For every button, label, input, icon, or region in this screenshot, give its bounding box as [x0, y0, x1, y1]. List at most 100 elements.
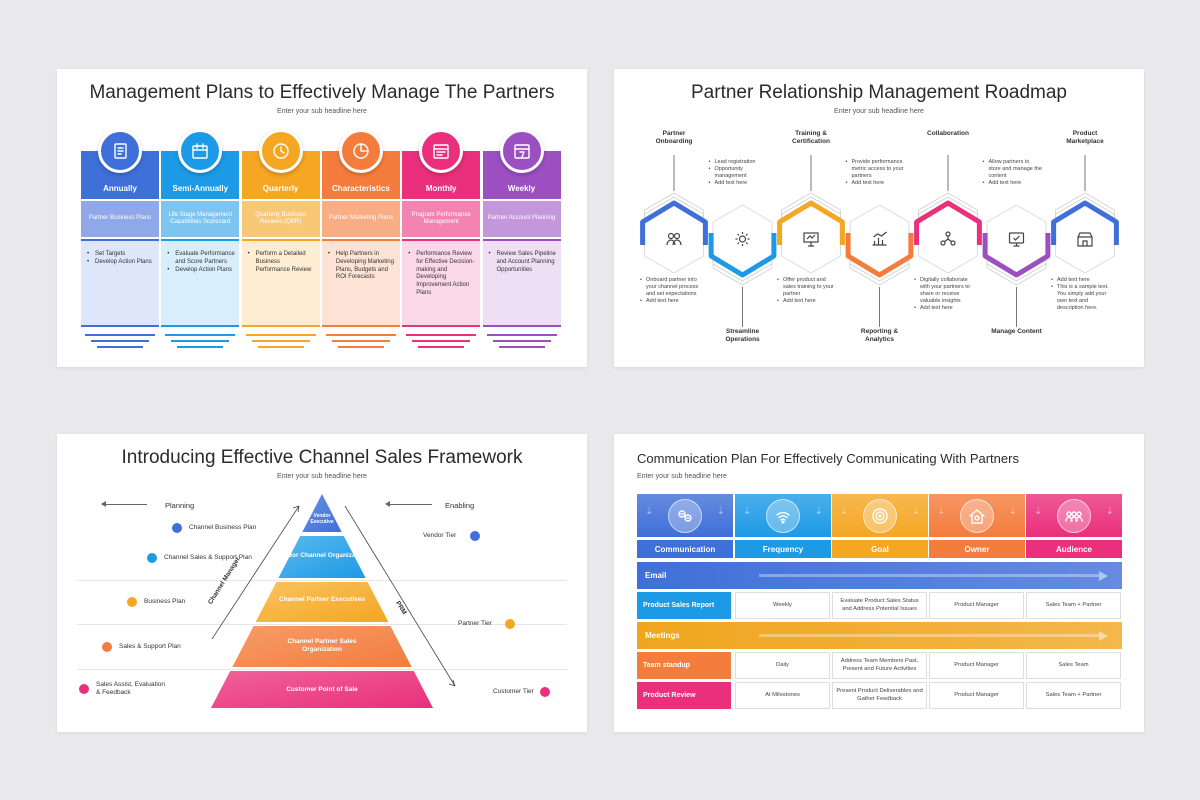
left-item-label: Sales Assist, Evaluation & Feedback	[96, 681, 166, 697]
table-cell: Product Manager	[929, 592, 1024, 619]
tier-label: Vendor Executive	[310, 513, 334, 525]
pyramid-tier	[211, 671, 433, 708]
plan-summary: Program Performance Management	[402, 201, 481, 237]
plan-bar	[81, 325, 159, 327]
left-item-label: Channel Business Plan	[189, 524, 257, 531]
icon-ring	[1057, 498, 1091, 533]
stage-description: Lead registrationOpportunity managementA…	[709, 159, 769, 187]
right-item-label: Customer Tier	[493, 688, 534, 695]
slide-roadmap[interactable]: Partner Relationship Management Roadmap …	[614, 69, 1144, 367]
stage-label: Product Marketplace	[1066, 130, 1104, 145]
slide-title: Introducing Effective Channel Sales Fram…	[121, 447, 523, 468]
plan-underline	[97, 346, 143, 348]
divider	[77, 669, 567, 670]
tier-label: Channel Partner Sales Organization	[287, 638, 357, 653]
stage-arc	[914, 200, 982, 245]
arrow-head	[448, 683, 456, 687]
plan-bar	[402, 325, 481, 327]
plan-bullet-list: Evaluate Performance and Score PartnersD…	[167, 251, 235, 274]
slide-title: Communication Plan For Effectively Commu…	[637, 451, 1019, 466]
pyramid-tier	[278, 536, 366, 578]
plan-underline	[91, 340, 149, 342]
column-icon-tile: ⇣⇣	[1026, 494, 1122, 537]
pyramid-diagram	[211, 494, 456, 708]
plan-bullet: Develop Action Plans	[167, 267, 235, 275]
band-arrow-line	[759, 634, 1099, 637]
stage-bullet: Onboard partner into your channel proces…	[640, 277, 700, 298]
down-arrow-icon: ⇣	[814, 506, 823, 517]
stage-bullet: Digitally collaborate with your partners…	[914, 277, 974, 305]
column-icon-tile: ⇣⇣	[637, 494, 733, 537]
column-icon-tile: ⇣⇣	[929, 494, 1025, 537]
right-item-dot	[470, 531, 480, 541]
down-arrow-icon: ⇣	[716, 506, 725, 517]
stage-label: Manage Content	[991, 328, 1042, 335]
stage-bullets: Allow partners to store and manage the c…	[983, 159, 1043, 187]
divider	[77, 624, 567, 625]
slide-title: Partner Relationship Management Roadmap	[691, 82, 1067, 103]
stage-bullets: Onboard partner into your channel proces…	[640, 277, 700, 305]
slide-communication-plan[interactable]: Communication Plan For Effectively Commu…	[614, 434, 1144, 732]
plan-icon-circle	[258, 129, 303, 173]
icon-ring	[960, 498, 994, 533]
down-arrow-icon: ⇣	[840, 506, 849, 517]
stage-bullets: Provide performance metric access to you…	[846, 159, 906, 187]
plan-summary: Life Stage Management Capabilities Score…	[161, 201, 240, 237]
plan-underline	[245, 334, 316, 336]
plan-header: Quarterly	[241, 151, 320, 199]
document-icon	[114, 143, 127, 159]
presentation-icon	[803, 232, 819, 247]
slide-subtitle: Enter your sub headline here	[277, 108, 367, 115]
plan-underline	[492, 340, 551, 342]
roadmap-diagram	[640, 155, 1119, 327]
stage-label: Training & Certification	[792, 130, 830, 145]
slide-subtitle: Enter your sub headline here	[637, 473, 727, 480]
table-cell: Sales Team	[1026, 652, 1121, 679]
stage-description: Onboard partner into your channel proces…	[640, 277, 700, 305]
plan-summary: Quarterly Business Reviews (QBR)	[241, 201, 320, 237]
slide-channel-sales-framework[interactable]: Introducing Effective Channel Sales Fram…	[57, 434, 587, 732]
stage-arc	[845, 233, 914, 278]
column-icon-tile: ⇣⇣	[735, 494, 831, 537]
planning-arrow	[102, 504, 147, 505]
stage-description: Offer product and sales training to your…	[777, 277, 837, 305]
left-item-label: Business Plan	[144, 598, 186, 605]
enabling-label: Enabling	[445, 501, 475, 510]
down-arrow-icon: ⇣	[743, 506, 752, 517]
left-item-label: Sales & Support Plan	[119, 643, 181, 650]
icon-ring	[863, 498, 897, 533]
stage-bullet: Add text here	[983, 180, 1043, 187]
slide-subtitle: Enter your sub headline here	[277, 473, 367, 480]
row-header: Product Review	[637, 682, 731, 709]
plan-underline	[251, 340, 310, 342]
stage-bullet: Add text here	[846, 180, 906, 187]
audience-icon	[1065, 510, 1083, 522]
stage-label: Collaboration	[927, 130, 969, 137]
column-header: Audience	[1026, 540, 1122, 558]
right-item-label: Partner Tier	[458, 620, 492, 627]
stage-bullet: Add text here	[914, 305, 974, 312]
plan-icon-circle	[499, 129, 544, 173]
table-cell: Present Product Deliverables and Gather …	[832, 682, 927, 709]
plan-icon-circle	[178, 129, 223, 173]
network-icon	[940, 231, 956, 246]
plan-bullet-list: Help Partners in Developing Marketing Pl…	[328, 251, 396, 282]
enabling-arrow-head	[385, 501, 390, 507]
team-icon	[666, 232, 682, 246]
pie-chart-icon	[353, 143, 369, 159]
band-arrow-head	[1099, 571, 1108, 581]
right-item-dot	[505, 619, 515, 629]
plan-underline	[412, 340, 471, 342]
slide-management-plans[interactable]: Management Plans to Effectively Manage T…	[57, 69, 587, 367]
store-icon	[1077, 232, 1093, 247]
plan-underline	[171, 340, 230, 342]
signal-icon	[776, 511, 790, 523]
stage-arc	[777, 200, 845, 245]
plan-bullet: Help Partners in Developing Marketing Pl…	[328, 251, 396, 282]
table-cell: Evaluate Product Sales Status and Addres…	[832, 592, 927, 619]
divider	[77, 580, 567, 581]
band-arrow-head	[1099, 631, 1108, 641]
plan-bullet: Perform a Detailed Business Performance …	[248, 251, 316, 274]
plan-details: Evaluate Performance and Score PartnersD…	[161, 239, 240, 327]
